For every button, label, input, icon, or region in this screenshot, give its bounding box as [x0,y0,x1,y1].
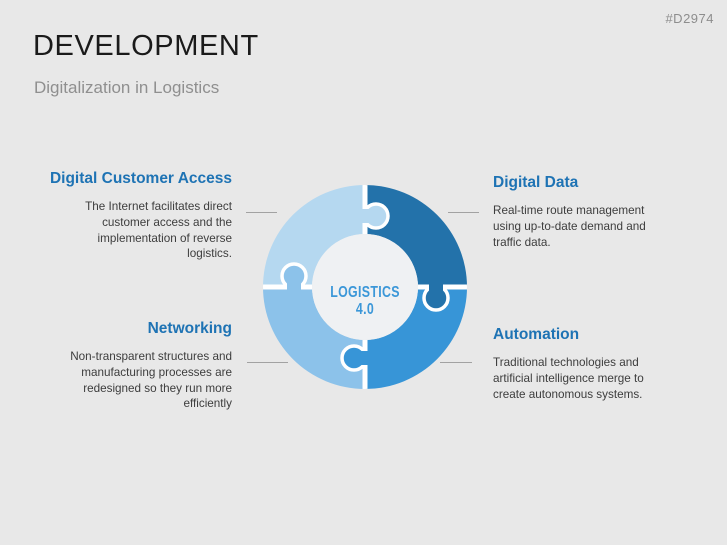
slide-ref-code: #D2974 [665,11,714,26]
section-body: The Internet facilitates direct customer… [85,200,232,261]
section-heading: Digital Data [493,174,579,191]
puzzle-piece-top-right [365,185,467,287]
puzzle-knob-top-neck [356,209,370,223]
puzzle-piece-bottom-left [263,287,365,389]
slide-subtitle: Digitalization in Logistics [34,78,220,97]
section-networking: Networking Non-transparent structures an… [36,320,232,412]
section-digital-data: Digital Data Real-time route management … [493,174,693,250]
section-digital-customer-access: Digital Customer Access The Internet fac… [36,170,232,262]
section-body: Non-transparent structures and manufactu… [70,350,232,411]
connector-line-bottom-right [440,362,472,363]
section-heading: Networking [147,320,232,337]
connector-line-top-right [448,212,479,213]
section-body: Real-time route management using up-to-d… [493,204,646,249]
slide-title: DEVELOPMENT [33,30,259,62]
connector-line-top-left [246,212,277,213]
puzzle-piece-bottom-right [365,287,467,389]
center-label-line2: 4.0 [356,300,374,318]
section-automation: Automation Traditional technologies and … [493,326,693,402]
section-body: Traditional technologies and artificial … [493,356,644,401]
section-heading: Automation [493,326,580,343]
puzzle-knob-bottom-neck [352,351,369,365]
center-circle [312,234,418,340]
puzzle-knob-left-neck [287,272,301,291]
connector-line-bottom-left [247,362,288,363]
puzzle-knob-right-neck [429,277,443,291]
section-heading: Digital Customer Access [49,170,232,187]
puzzle-piece-top-left [263,185,365,287]
center-label-line1: LOGISTICS [330,283,400,301]
